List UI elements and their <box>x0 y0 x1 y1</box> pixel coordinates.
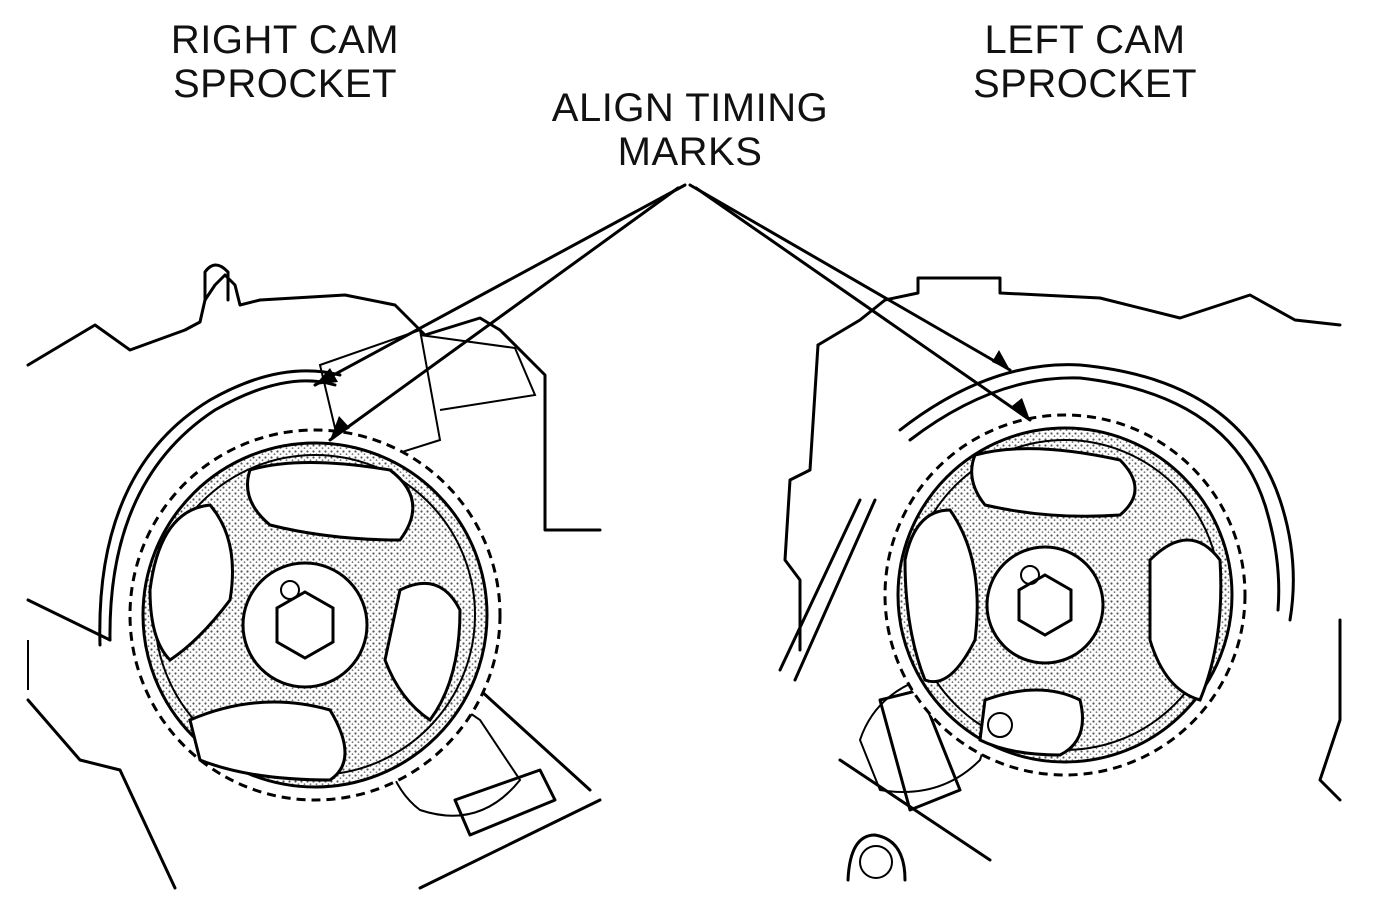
right-cam-sprocket-label-line1: RIGHT CAM <box>170 18 400 62</box>
right-sprocket-window-bottom <box>188 700 347 782</box>
left-sprocket-window-left <box>903 508 979 683</box>
right-sprocket-window-top <box>246 461 415 542</box>
right-timing-belt <box>98 369 342 647</box>
right-cam-sprocket-label-line2: SPROCKET <box>172 62 398 106</box>
arrow-left-mark-outer <box>992 350 1010 370</box>
align-timing-marks-label-line1: ALIGN TIMING <box>551 86 829 130</box>
left-cam-sprocket-label: LEFT CAM SPROCKET <box>950 18 1220 106</box>
left-sprocket-window-right <box>1148 538 1223 702</box>
arrow-right-mark-inner <box>330 416 350 440</box>
left-hub-bolt <box>1017 573 1073 637</box>
left-cam-sprocket <box>883 413 1247 777</box>
arrow-left-mark-inner <box>1012 398 1030 420</box>
left-cam-sprocket-label-line2: SPROCKET <box>972 62 1198 106</box>
right-sprocket-window-right <box>383 581 462 723</box>
left-cam-sprocket-label-line1: LEFT CAM <box>984 18 1186 62</box>
right-cam-sprocket <box>128 428 502 802</box>
right-sprocket-window-left <box>148 503 234 662</box>
right-cam-sprocket-label: RIGHT CAM SPROCKET <box>150 18 420 106</box>
right-hub-bolt <box>275 590 335 660</box>
align-timing-marks-label-line2: MARKS <box>617 130 763 174</box>
timing-mark-leader-lines <box>313 183 1032 442</box>
left-sprocket-window-top <box>970 447 1137 518</box>
left-sprocket-window-bottom <box>978 688 1084 757</box>
align-timing-marks-label: ALIGN TIMING MARKS <box>525 86 855 174</box>
arrow-right-mark-outer <box>315 368 338 385</box>
